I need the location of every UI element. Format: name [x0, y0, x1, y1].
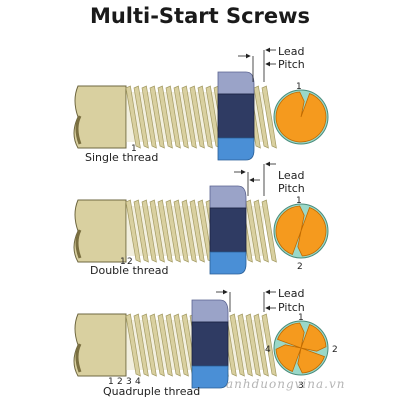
- nut: [209, 185, 247, 275]
- thread-crest: [165, 85, 181, 149]
- thread-crest: [253, 199, 269, 263]
- thread-crest: [261, 85, 277, 149]
- section-quadruple-thread: [73, 289, 329, 389]
- lead-pitch-dimension: [216, 289, 276, 312]
- thread-crest: [189, 85, 205, 149]
- circle-number: 1: [298, 313, 304, 323]
- lead-label: Lead: [278, 169, 304, 182]
- thread-crest: [125, 313, 141, 377]
- shaft-number: 1: [131, 144, 137, 154]
- lead-pitch-dimension: [234, 161, 276, 196]
- thread-crest: [189, 199, 205, 263]
- shaft-number: 1: [108, 377, 114, 387]
- thread-crest: [157, 199, 173, 263]
- thread-crest: [149, 85, 165, 149]
- lead-pitch-dimension: [238, 47, 276, 82]
- thread-crest: [261, 313, 277, 377]
- pitch-label: Pitch: [278, 58, 305, 71]
- screw-body: [73, 313, 277, 377]
- thread-crest: [237, 313, 253, 377]
- nut: [191, 299, 229, 389]
- circle-number: 1: [296, 196, 302, 206]
- shaft-number: 1: [120, 257, 126, 267]
- thread-crest: [261, 199, 277, 263]
- thread-crest: [197, 85, 213, 149]
- thread-crest: [253, 313, 269, 377]
- thread-crest: [173, 313, 189, 377]
- diagram-title: Multi-Start Screws: [89, 4, 311, 28]
- thread-crest: [173, 85, 189, 149]
- thread-crest: [157, 85, 173, 149]
- nut: [217, 71, 255, 161]
- thread-crest: [141, 199, 157, 263]
- thread-crest: [141, 313, 157, 377]
- section-label-double: Double thread: [90, 264, 169, 277]
- thread-crest: [149, 313, 165, 377]
- thread-crest: [141, 85, 157, 149]
- thread-crest: [173, 199, 189, 263]
- watermark: anhduongvina.vn: [226, 377, 345, 391]
- thread-crest: [125, 199, 141, 263]
- thread-crest: [157, 313, 173, 377]
- lead-label: Lead: [278, 287, 304, 300]
- section-label-single: Single thread: [85, 151, 158, 164]
- circle-number: 1: [296, 82, 302, 92]
- thread-crest: [125, 85, 141, 149]
- thread-crest: [165, 199, 181, 263]
- end-view-circle: [273, 320, 329, 376]
- thread-crest: [229, 313, 245, 377]
- circle-number: 4: [265, 345, 271, 355]
- section-double-thread: [73, 161, 329, 275]
- pitch-label: Pitch: [278, 182, 305, 195]
- pitch-label: Pitch: [278, 301, 305, 314]
- thread-crest: [165, 313, 181, 377]
- circle-number: 2: [332, 345, 338, 355]
- shaft-number: 2: [127, 257, 133, 267]
- shaft-number: 3: [126, 377, 132, 387]
- section-single-thread: [73, 47, 329, 161]
- lead-label: Lead: [278, 45, 304, 58]
- shaft-number: 4: [135, 377, 141, 387]
- thread-crest: [181, 199, 197, 263]
- thread-crest: [133, 85, 149, 149]
- thread-crest: [181, 85, 197, 149]
- thread-crest: [245, 313, 261, 377]
- thread-crest: [245, 199, 261, 263]
- end-view-circle: [273, 89, 329, 145]
- thread-crest: [133, 313, 149, 377]
- circle-number: 2: [297, 262, 303, 272]
- end-view-circle: [273, 203, 329, 259]
- section-label-quadruple: Quadruple thread: [103, 385, 200, 398]
- shaft-number: 2: [117, 377, 123, 387]
- thread-crest: [149, 199, 165, 263]
- thread-crest: [133, 199, 149, 263]
- thread-crest: [253, 85, 269, 149]
- circle-number: 3: [298, 381, 304, 391]
